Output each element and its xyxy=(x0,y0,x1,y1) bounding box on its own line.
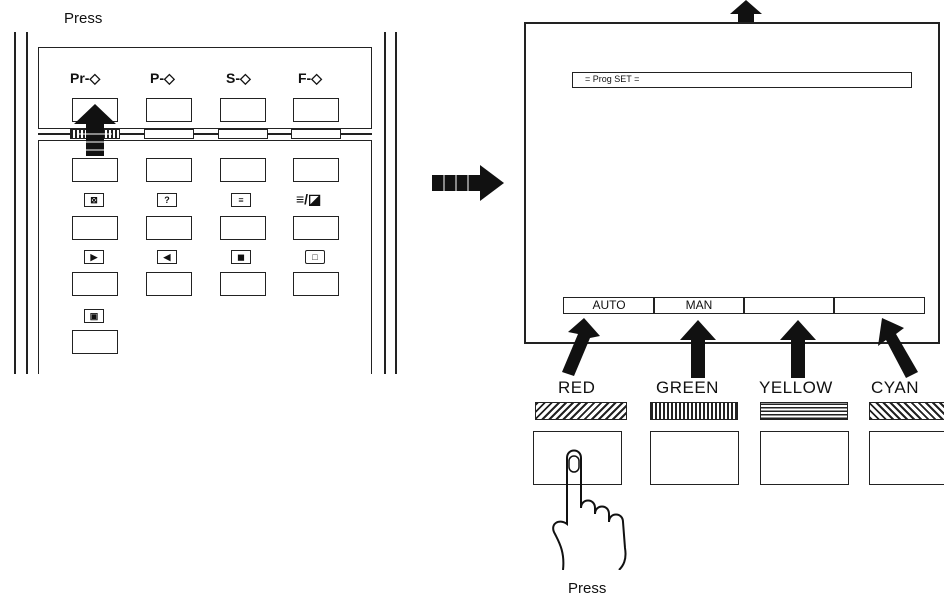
remote-button-r5-1[interactable] xyxy=(72,330,118,354)
label-yellow: YELLOW xyxy=(759,378,833,397)
up-arrow-top-icon xyxy=(730,0,762,22)
remote-button-r2-1[interactable] xyxy=(72,158,118,182)
question-icon: ? xyxy=(157,193,177,207)
remote-button-r4-1[interactable] xyxy=(72,272,118,296)
remote-button-r3-1[interactable] xyxy=(72,216,118,240)
backward-icon: ◀ xyxy=(157,250,177,264)
green-button[interactable] xyxy=(650,431,739,485)
remote-button-r4-3[interactable] xyxy=(220,272,266,296)
remote-button-r3-3[interactable] xyxy=(220,216,266,240)
tab-cyan[interactable] xyxy=(833,297,925,314)
cyan-button[interactable] xyxy=(869,431,944,485)
label-green: GREEN xyxy=(656,378,719,397)
label-pr: Pr-◇ xyxy=(70,70,101,86)
tv-screen xyxy=(524,22,940,344)
remote-bottom-panel xyxy=(38,140,372,374)
press-label-bottom: Press xyxy=(568,580,607,597)
cyan-strip-remote[interactable] xyxy=(291,129,341,139)
remote-button-r4-2[interactable] xyxy=(146,272,192,296)
cyan-strip xyxy=(869,402,944,420)
arrow-red-icon xyxy=(562,318,600,376)
remote-edge-right xyxy=(395,32,397,374)
text-mix-icon: ≡/◪ xyxy=(296,191,322,207)
hold-icon: ◼ xyxy=(231,250,251,264)
green-strip-remote[interactable] xyxy=(144,129,194,139)
s-button[interactable] xyxy=(220,98,266,122)
tv-icon: □ xyxy=(305,250,325,264)
label-cyan: CYAN xyxy=(871,378,919,397)
yellow-strip-remote[interactable] xyxy=(218,129,268,139)
remote-button-r2-4[interactable] xyxy=(293,158,339,182)
up-arrow-icon xyxy=(74,104,116,156)
remote-button-r3-4[interactable] xyxy=(293,216,339,240)
tab-man[interactable]: MAN xyxy=(653,297,745,314)
remote-button-r2-3[interactable] xyxy=(220,158,266,182)
arrow-cyan-icon xyxy=(878,318,918,378)
green-strip xyxy=(650,402,738,420)
remote-edge-left-inner xyxy=(26,32,28,374)
remote-top-panel xyxy=(38,47,372,129)
label-f: F-◇ xyxy=(298,70,322,86)
label-s: S-◇ xyxy=(226,70,251,86)
remote-button-r2-2[interactable] xyxy=(146,158,192,182)
press-label-top: Press xyxy=(64,10,103,27)
forward-icon: ▶ xyxy=(84,250,104,264)
remote-edge-right-inner xyxy=(384,32,386,374)
reveal-icon: ⊠ xyxy=(84,193,104,207)
tab-auto[interactable]: AUTO xyxy=(563,297,655,314)
hand-icon xyxy=(552,449,627,570)
subpage-icon: ▣ xyxy=(84,309,104,323)
arrow-yellow-icon xyxy=(780,320,816,378)
right-arrow-icon xyxy=(432,165,504,201)
remote-button-r3-2[interactable] xyxy=(146,216,192,240)
p-button[interactable] xyxy=(146,98,192,122)
arrow-green-icon xyxy=(680,320,716,378)
yellow-strip xyxy=(760,402,848,420)
remote-button-r4-4[interactable] xyxy=(293,272,339,296)
label-p: P-◇ xyxy=(150,70,175,86)
index-icon: ≡ xyxy=(231,193,251,207)
f-button[interactable] xyxy=(293,98,339,122)
prog-set-bar: = Prog SET = xyxy=(572,72,912,88)
remote-edge-left xyxy=(14,32,16,374)
yellow-button[interactable] xyxy=(760,431,849,485)
red-strip xyxy=(535,402,627,420)
remote-divider xyxy=(38,133,372,135)
tab-yellow[interactable] xyxy=(743,297,835,314)
label-red: RED xyxy=(558,378,596,397)
